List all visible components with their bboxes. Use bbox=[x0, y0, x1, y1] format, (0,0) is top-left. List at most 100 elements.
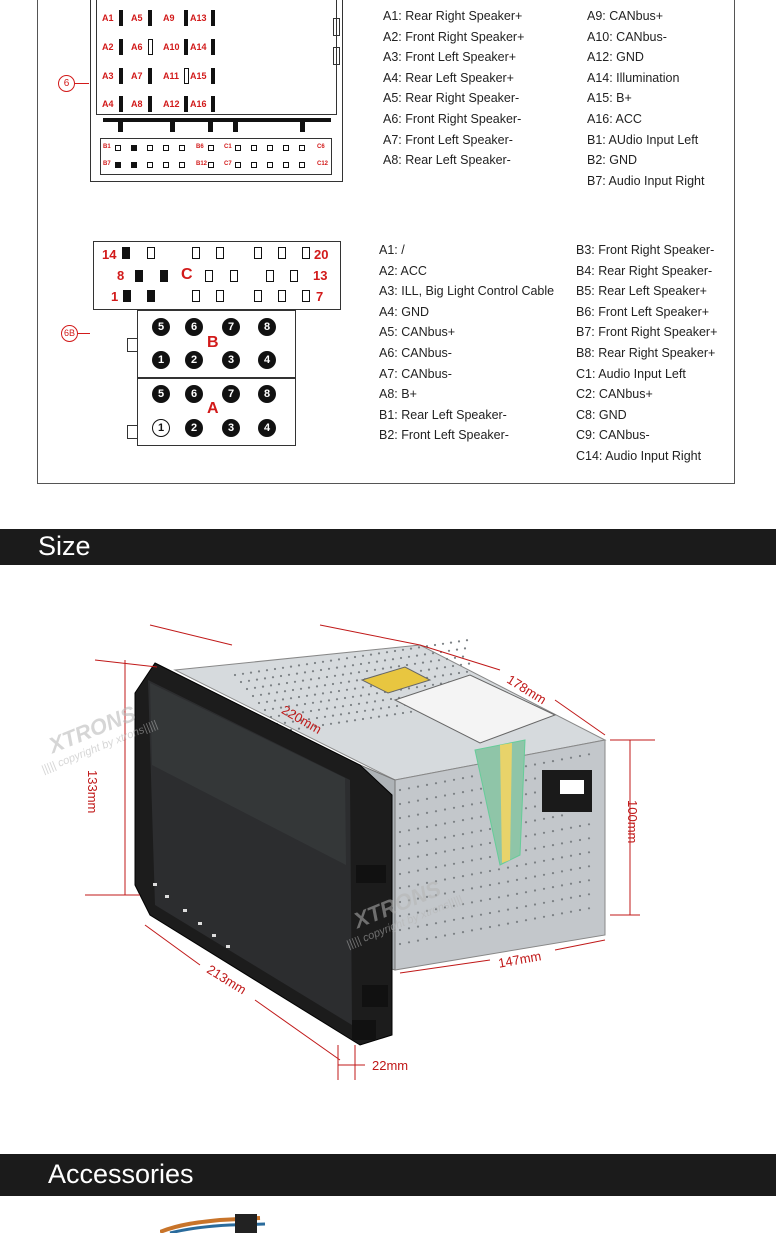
connector-6b-b-block bbox=[137, 310, 296, 378]
legend-entry: C8: GND bbox=[576, 407, 627, 422]
vent-hole bbox=[255, 678, 259, 681]
vent-hole bbox=[398, 872, 402, 876]
vent-hole bbox=[341, 673, 345, 676]
vent-hole bbox=[425, 797, 429, 800]
vent-hole bbox=[295, 704, 299, 707]
vent-hole bbox=[287, 673, 291, 676]
legend-entry: A3: Front Left Speaker+ bbox=[383, 50, 517, 65]
pin-contact: 2 bbox=[185, 351, 203, 369]
vent-hole bbox=[365, 669, 369, 673]
pin-contact bbox=[163, 145, 169, 151]
vent-hole bbox=[329, 691, 333, 694]
bar-tick bbox=[118, 122, 123, 132]
vent-hole bbox=[295, 672, 299, 675]
vent-hole bbox=[325, 707, 329, 710]
vent-hole bbox=[578, 894, 582, 898]
vent-hole bbox=[315, 685, 319, 688]
vent-hole bbox=[407, 871, 411, 874]
vent-hole bbox=[542, 761, 546, 764]
callout-line bbox=[75, 83, 89, 84]
pin-contact bbox=[148, 39, 153, 55]
vent-hole bbox=[443, 920, 447, 923]
pin-label: B6 bbox=[196, 144, 204, 150]
vent-hole bbox=[401, 648, 405, 651]
vent-hole bbox=[569, 882, 573, 885]
bar-tick bbox=[233, 122, 238, 132]
vent-hole bbox=[551, 872, 555, 875]
vent-hole bbox=[569, 868, 573, 871]
pin-contact bbox=[184, 68, 189, 84]
vent-hole bbox=[353, 687, 357, 690]
vent-hole bbox=[578, 754, 582, 758]
vent-hole bbox=[305, 694, 309, 697]
vent-hole bbox=[291, 688, 295, 692]
vent-hole bbox=[461, 833, 465, 836]
vent-hole bbox=[551, 844, 555, 847]
vent-hole bbox=[416, 911, 420, 914]
pin-number: 20 bbox=[314, 247, 329, 262]
bezel-buttons bbox=[153, 883, 230, 948]
pin-contact bbox=[119, 96, 123, 112]
vent-hole bbox=[299, 687, 303, 690]
vent-hole bbox=[470, 929, 474, 932]
pin-contact bbox=[254, 290, 262, 302]
vent-hole bbox=[542, 859, 546, 862]
vent-hole bbox=[434, 922, 438, 925]
vent-hole bbox=[560, 828, 564, 831]
vent-hole bbox=[361, 717, 365, 721]
connector-6b-callout: 6B bbox=[61, 325, 78, 342]
bar-tick bbox=[300, 122, 305, 132]
vent-hole bbox=[488, 911, 492, 915]
vent-hole bbox=[313, 725, 317, 728]
vent-hole bbox=[443, 794, 447, 797]
pin-contact bbox=[163, 162, 169, 168]
vent-hole bbox=[271, 707, 275, 710]
pin-contact bbox=[283, 145, 289, 151]
pin-contact bbox=[290, 270, 298, 282]
vent-hole bbox=[409, 710, 413, 713]
vent-hole bbox=[434, 908, 438, 911]
vent-hole bbox=[470, 873, 474, 876]
vent-hole bbox=[470, 817, 474, 820]
vent-hole bbox=[317, 677, 321, 680]
legend-entry: A3: ILL, Big Light Control Cable bbox=[379, 284, 555, 299]
screen-reflection bbox=[150, 683, 346, 865]
vent-hole bbox=[345, 688, 349, 691]
vent-hole bbox=[395, 704, 399, 708]
vent-hole bbox=[569, 756, 573, 759]
vent-hole bbox=[319, 668, 323, 672]
legend-entry: A2: ACC bbox=[379, 263, 427, 278]
vent-hole bbox=[407, 941, 411, 944]
vent-hole bbox=[281, 666, 285, 669]
vent-hole bbox=[313, 661, 317, 665]
vent-hole bbox=[329, 722, 333, 725]
vent-hole bbox=[425, 853, 429, 856]
vent-hole bbox=[569, 854, 573, 857]
vent-hole bbox=[355, 679, 359, 682]
pin-contact: 1 bbox=[152, 419, 170, 437]
vent-hole bbox=[351, 664, 355, 667]
vent-hole bbox=[399, 656, 403, 660]
vent-hole bbox=[551, 760, 555, 763]
vent-hole bbox=[277, 714, 281, 717]
vent-hole bbox=[470, 803, 474, 806]
vent-hole bbox=[367, 661, 371, 664]
pin-contact bbox=[147, 290, 155, 302]
vent-hole bbox=[361, 654, 365, 657]
vent-hole bbox=[407, 913, 411, 916]
vent-hole bbox=[429, 660, 433, 663]
vent-hole bbox=[560, 814, 564, 817]
vent-hole bbox=[461, 931, 465, 934]
dimension-thickness: 22mm bbox=[372, 1058, 409, 1073]
vent-hole bbox=[297, 664, 301, 667]
vent-hole bbox=[533, 805, 537, 808]
pin-contact bbox=[251, 145, 257, 151]
vent-hole bbox=[551, 858, 555, 861]
pin-contact: 3 bbox=[222, 419, 240, 437]
vent-hole bbox=[291, 720, 295, 723]
accessories-section-title: Accessories bbox=[48, 1159, 194, 1189]
vent-hole bbox=[415, 654, 419, 657]
vent-hole bbox=[470, 887, 474, 890]
legend-entry: C2: CANbus+ bbox=[576, 387, 653, 402]
vent-hole bbox=[533, 833, 537, 836]
